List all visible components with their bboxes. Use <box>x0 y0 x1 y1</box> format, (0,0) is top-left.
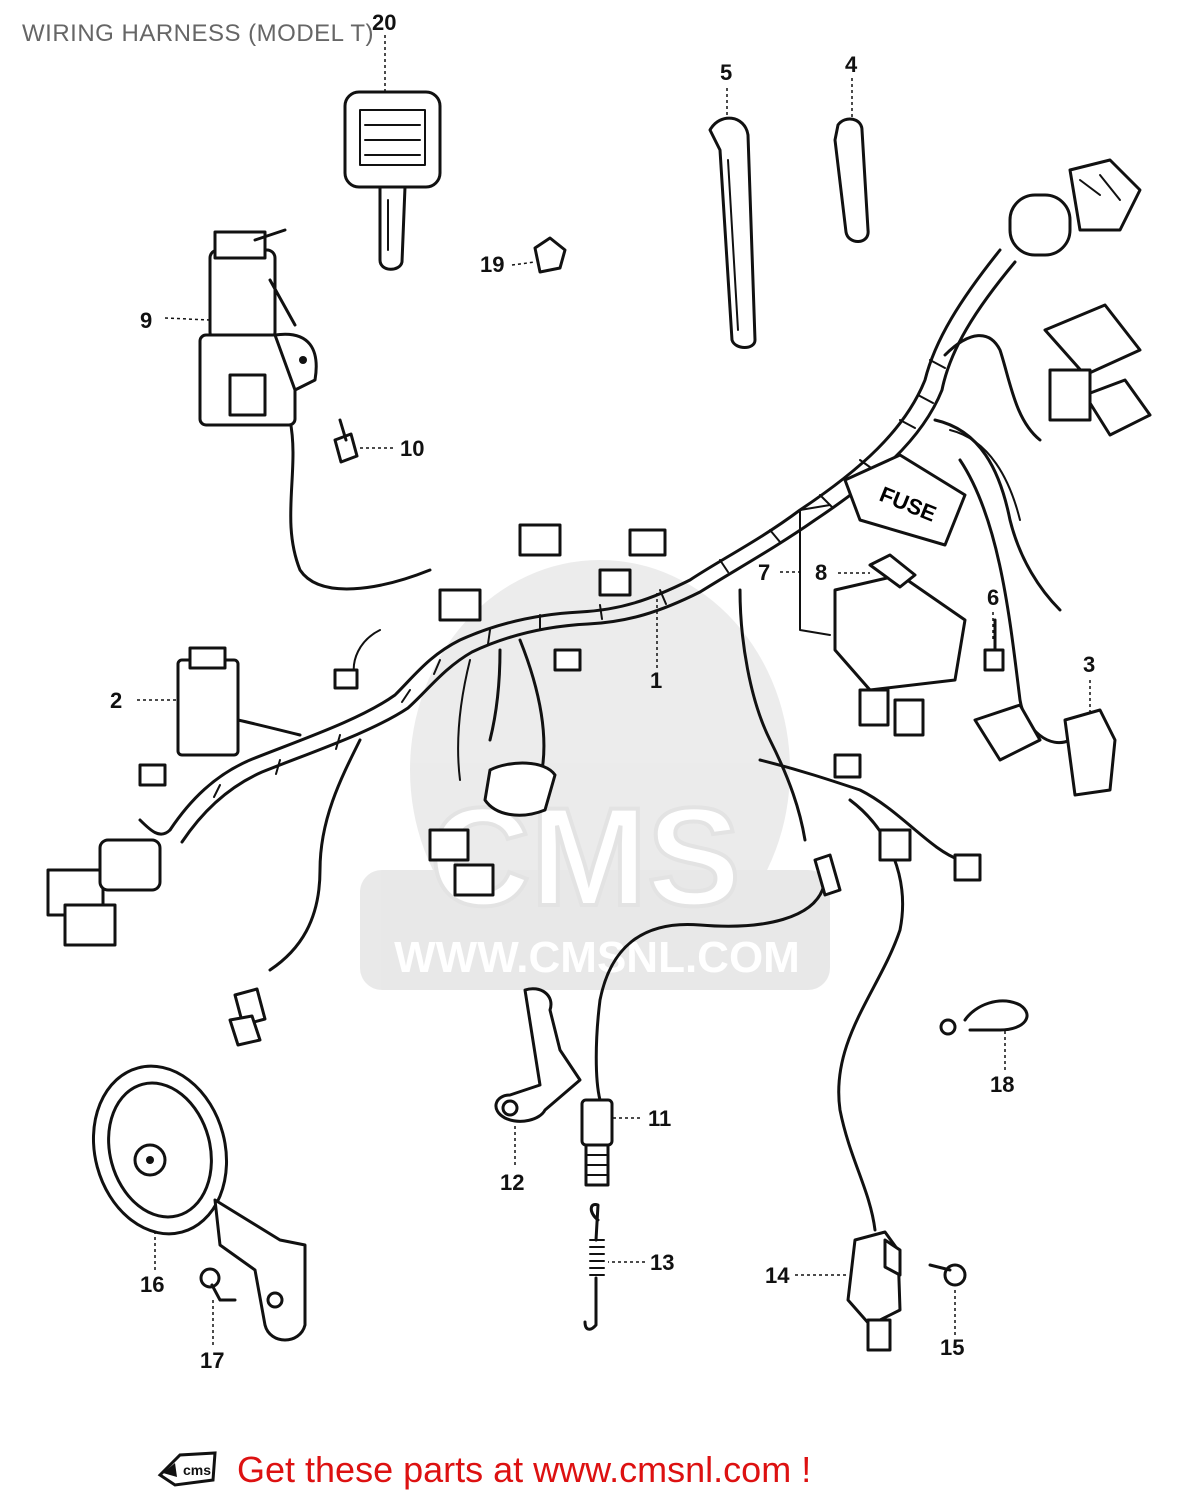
callout-3: 3 <box>1083 652 1095 677</box>
leader-lines <box>137 35 1091 1345</box>
callout-10: 10 <box>400 436 424 461</box>
center-connectors <box>333 523 667 897</box>
callout-11: 11 <box>648 1106 671 1131</box>
callout-20: 20 <box>372 10 396 35</box>
right-lower-connectors <box>813 753 982 897</box>
callout-19: 19 <box>480 252 504 277</box>
callout-16: 16 <box>140 1272 164 1297</box>
left-pigtail-connector <box>228 987 267 1047</box>
connector-block-right <box>1043 303 1152 437</box>
callout-7: 7 <box>758 560 770 585</box>
watermark-logo-text: CMS <box>429 778 740 935</box>
part-5-cable-tie <box>708 116 757 349</box>
part-2-relay <box>176 646 302 757</box>
page-title: WIRING HARNESS (MODEL T) <box>22 20 375 47</box>
part-14-switch <box>846 1230 902 1352</box>
callout-18: 18 <box>990 1072 1014 1097</box>
callout-14: 14 <box>765 1263 790 1288</box>
part-9-ignition-switch <box>198 228 318 427</box>
callout-6: 6 <box>987 585 999 610</box>
callout-4: 4 <box>845 52 858 77</box>
cmsnl-logo-icon: cms <box>157 1451 217 1487</box>
part-3-connector <box>973 703 1117 797</box>
part-13-spring <box>583 1202 605 1331</box>
part-15-screw <box>928 1263 967 1287</box>
part-6-screw <box>983 618 1005 672</box>
callout-9: 9 <box>140 308 152 333</box>
get-parts-link[interactable]: Get these parts at www.cmsnl.com ! <box>237 1449 812 1490</box>
callout-8: 8 <box>815 560 827 585</box>
footer: cms Get these parts at www.cmsnl.com ! <box>155 1445 811 1495</box>
part-20-ignition-key <box>343 90 442 271</box>
callout-15: 15 <box>940 1335 964 1360</box>
part-19-clip <box>533 236 567 274</box>
part-17-screw <box>199 1267 237 1302</box>
cmsnl-watermark: CMS WWW.CMSNL.COM <box>360 560 830 990</box>
part-18-clamp <box>939 999 1029 1036</box>
part-4-band <box>833 117 870 243</box>
callout-2: 2 <box>110 688 122 713</box>
callout-17: 17 <box>200 1348 224 1373</box>
part-10-screw <box>333 418 359 464</box>
watermark-url-text: WWW.CMSNL.COM <box>394 933 800 982</box>
part-11-switch <box>580 1098 614 1187</box>
callout-labels: 20 5 4 9 19 10 2 1 7 8 6 3 18 11 12 13 1… <box>110 10 1095 1373</box>
callout-1: 1 <box>650 668 662 693</box>
callout-13: 13 <box>650 1250 674 1275</box>
main-wiring-harness <box>168 248 1072 1232</box>
left-connector-cluster <box>46 763 172 947</box>
callout-12: 12 <box>500 1170 524 1195</box>
turn-signal-relay <box>1008 158 1142 257</box>
part-12-bracket <box>494 987 582 1123</box>
part-16-horn <box>91 1064 307 1342</box>
svg-text:cms: cms <box>183 1462 211 1478</box>
part-7-fuse-box: FUSE <box>799 453 967 737</box>
callout-5: 5 <box>720 60 732 85</box>
